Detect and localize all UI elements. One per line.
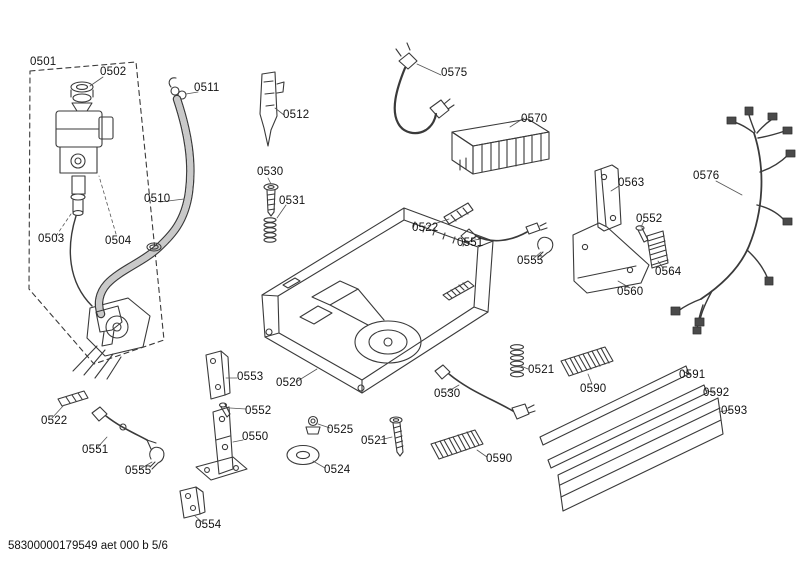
- part-0501-inlet-assembly: [55, 102, 114, 174]
- part-label-0590-35: 0590: [486, 453, 513, 465]
- part-0531-spring: [263, 217, 277, 243]
- part-label-0591-27: 0591: [679, 369, 706, 381]
- part-label-0592-28: 0592: [703, 387, 730, 399]
- part-0554-bracket: [179, 486, 206, 519]
- part-0563-bracket: [594, 164, 622, 232]
- part-label-0530-25: 0530: [434, 388, 461, 400]
- part-0524-disc: [286, 444, 320, 466]
- part-label-0511-2: 0511: [194, 82, 220, 94]
- part-label-0554-36: 0554: [195, 519, 222, 531]
- part-label-0570-5: 0570: [521, 113, 548, 125]
- part-label-0502-1: 0502: [100, 66, 127, 78]
- leader-lines: [51, 63, 743, 523]
- part-0555-clamp-right: [537, 236, 554, 260]
- part-0522-pin-right: [443, 202, 474, 225]
- part-0510-hose: [94, 94, 195, 347]
- part-0530-cable-bottom: [434, 364, 536, 420]
- assembly-0501-boundary: [28, 61, 165, 365]
- part-label-0590-26: 0590: [580, 383, 607, 395]
- part-0593-panel: [557, 397, 724, 512]
- part-label-0550-22: 0550: [242, 431, 269, 443]
- part-label-0551-31: 0551: [82, 444, 109, 456]
- part-label-0510-7: 0510: [144, 193, 171, 205]
- part-label-0530-6: 0530: [257, 166, 284, 178]
- part-0502-cap: [70, 81, 94, 103]
- part-label-0564-17: 0564: [655, 266, 682, 278]
- part-0564-terminal: [646, 230, 669, 269]
- part-label-0521-33: 0521: [361, 435, 388, 447]
- part-label-0504-10: 0504: [105, 235, 132, 247]
- part-0521-spring-right: [509, 344, 525, 378]
- part-0552-screw-right: [635, 225, 649, 243]
- part-label-0524-34: 0524: [324, 464, 351, 476]
- part-0521-screw-bottom: [389, 416, 404, 457]
- document-code: 58300000179549 aet 000 b 5/6: [8, 540, 168, 552]
- part-label-0551-12: 0551: [457, 237, 484, 249]
- part-0522-pin-left: [57, 390, 89, 407]
- part-label-0576-15: 0576: [693, 170, 720, 182]
- part-0590-comb-bottom: [430, 429, 484, 460]
- part-label-0512-3: 0512: [283, 109, 310, 121]
- part-0551-cable-left: [91, 406, 157, 450]
- part-0530-screw-top: [263, 183, 279, 217]
- part-label-0575-4: 0575: [441, 67, 468, 79]
- part-label-0520-20: 0520: [276, 377, 303, 389]
- part-label-0521-24: 0521: [528, 364, 555, 376]
- part-label-0553-19: 0553: [237, 371, 264, 383]
- part-0512-stake: [259, 71, 285, 147]
- part-0550-bracket: [195, 406, 248, 481]
- part-label-0560-18: 0560: [617, 286, 644, 298]
- part-label-0503-9: 0503: [38, 233, 65, 245]
- part-label-0522-11: 0522: [412, 222, 439, 234]
- part-label-0552-14: 0552: [636, 213, 663, 225]
- part-label-0555-32: 0555: [125, 465, 152, 477]
- part-0501-pump: [69, 215, 151, 380]
- part-label-0552-21: 0552: [245, 405, 272, 417]
- part-0570-control-unit: [451, 118, 550, 175]
- part-0520-base-tub: [261, 207, 494, 394]
- part-0576-wiring-harness: [670, 106, 796, 335]
- part-label-0531-8: 0531: [279, 195, 306, 207]
- part-0553-bracket: [205, 350, 231, 400]
- part-label-0501-0: 0501: [30, 56, 57, 68]
- part-label-0525-23: 0525: [327, 424, 354, 436]
- part-0590-comb-right: [560, 346, 614, 377]
- part-0525-grommet: [305, 415, 321, 435]
- part-0592-panel: [547, 384, 708, 469]
- part-label-0522-30: 0522: [41, 415, 68, 427]
- part-label-0555-16: 0555: [517, 255, 544, 267]
- part-0555-clamp-left: [149, 446, 165, 470]
- part-label-0563-13: 0563: [618, 177, 645, 189]
- part-label-0593-29: 0593: [721, 405, 748, 417]
- part-0552-screw-left: [218, 402, 231, 418]
- part-0575-power-cord: [393, 42, 455, 135]
- part-0560-bracket: [572, 222, 650, 294]
- part-0503-valve: [70, 175, 86, 216]
